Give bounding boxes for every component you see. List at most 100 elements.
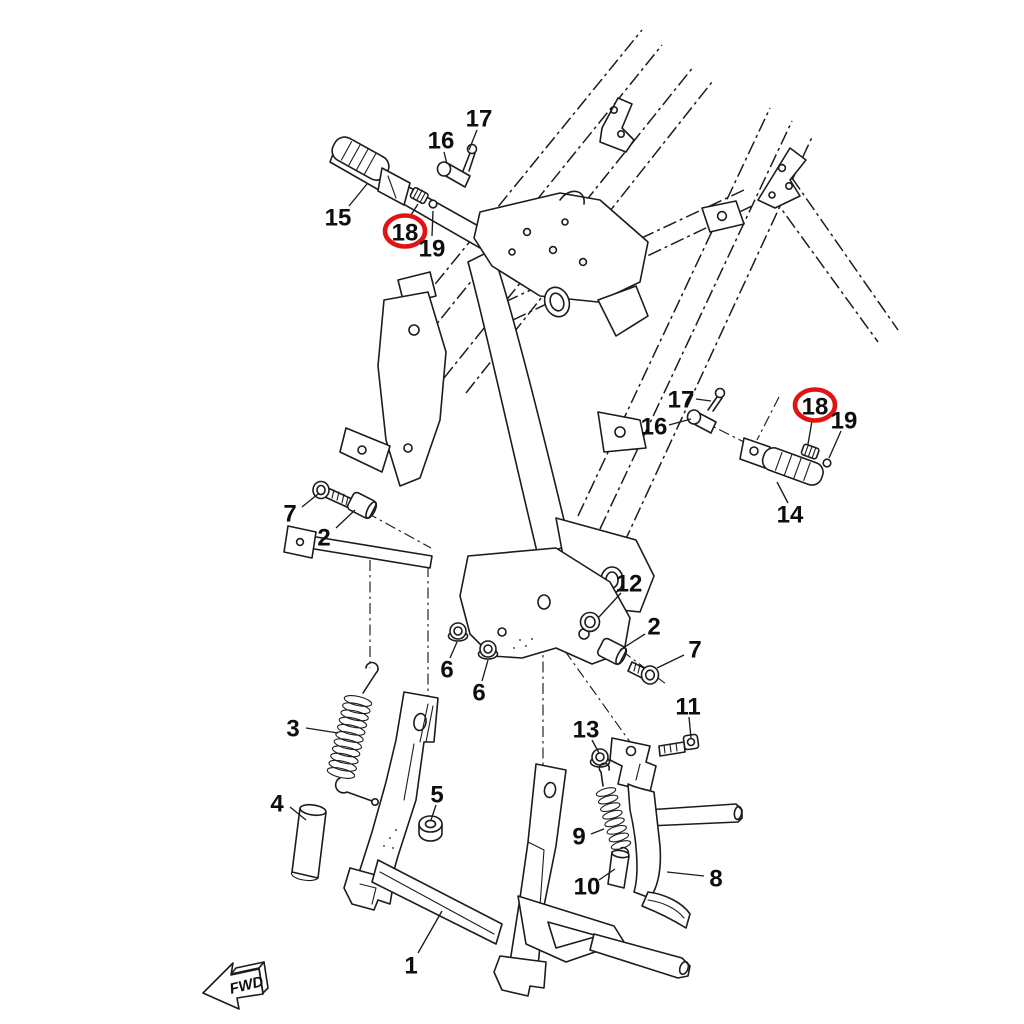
callout-leader-19	[431, 210, 434, 237]
spring-coils	[326, 695, 373, 779]
callout-label-11: 11	[675, 694, 700, 721]
pivot-hole	[413, 712, 427, 732]
part-6-flange-nut-b	[477, 640, 499, 660]
part-16-pin-right	[686, 409, 717, 434]
part-11-bolt	[658, 733, 700, 757]
spring-coil-ring	[604, 817, 625, 828]
cotter-pin-ring	[466, 143, 478, 155]
spring-coil-ring	[331, 745, 361, 758]
spring-coil-ring	[333, 738, 363, 751]
spring-coil-ring	[343, 695, 373, 707]
part-3-center-stand-spring	[326, 661, 379, 806]
spring-coil-ring	[597, 794, 619, 805]
side-stand-leg	[627, 783, 662, 899]
cover-top	[299, 803, 327, 817]
bolt-threads	[331, 489, 349, 506]
cover-body	[291, 807, 327, 879]
side-stand-foot	[641, 891, 691, 929]
callout-leader-18	[807, 420, 813, 445]
nut-body	[479, 640, 497, 658]
stand-cross-member	[371, 859, 503, 945]
callout-label-6: 6	[472, 680, 485, 707]
callout-label-16: 16	[428, 128, 455, 155]
frame-left-tower	[377, 291, 447, 487]
part-17-cotter-pin-left	[462, 143, 478, 172]
callout-leader-14	[776, 481, 789, 504]
frame-solid-brackets	[597, 97, 807, 453]
gusset-cutout	[547, 921, 599, 949]
callout-label-4: 4	[270, 791, 284, 818]
spring-top-hook	[362, 661, 379, 694]
bolt-hole	[749, 446, 759, 456]
spring-coil-ring	[600, 802, 621, 813]
pin-head	[436, 161, 452, 177]
part-6-flange-nut-a	[447, 622, 469, 642]
bolt-head	[682, 733, 700, 751]
hanger-ring-outer	[543, 286, 571, 318]
spring-coil-ring	[326, 767, 356, 779]
highlight-circle-part-18	[382, 213, 428, 249]
bolt-hole	[497, 627, 507, 637]
callout-label-13: 13	[573, 717, 600, 744]
bolt-head-inner	[644, 669, 656, 681]
part-16-pin-left	[436, 161, 471, 188]
bolt-hole	[716, 210, 728, 222]
part-5-cap	[418, 815, 443, 842]
spring-coils	[595, 787, 632, 850]
bushing-end	[615, 647, 628, 666]
part-2-bushing-right	[596, 637, 628, 666]
callout-leader-2	[335, 509, 356, 529]
stand-step-lever	[589, 933, 691, 979]
hanger-bracket	[597, 411, 647, 453]
bolt-hole	[784, 182, 793, 191]
bushing-body	[596, 637, 627, 665]
part-17-cotter-pin-right	[707, 387, 726, 412]
callout-label-3: 3	[286, 716, 299, 743]
callout-label-9: 9	[572, 824, 585, 851]
spring-coil-ring	[606, 824, 627, 835]
frame-lever	[339, 427, 391, 473]
bolt-head-inner	[316, 484, 326, 496]
callout-leader-1	[417, 910, 443, 954]
bolt-threads	[663, 742, 678, 754]
callout-label-6: 6	[440, 657, 453, 684]
spring-coil-ring	[608, 832, 630, 843]
callout-label-19: 19	[419, 236, 446, 263]
callout-leader-17	[468, 129, 478, 151]
callout-leader-12	[598, 592, 622, 618]
part-14-footrest-right	[739, 437, 824, 486]
spring-coil-ring	[602, 809, 623, 820]
bolt-hole	[609, 106, 618, 115]
callout-label-8: 8	[709, 866, 722, 893]
bolt-hole	[777, 163, 787, 173]
pin-head	[686, 409, 702, 425]
part-18-spring-pin-right	[800, 443, 820, 460]
lever-end	[678, 960, 690, 976]
bolt-head-inner	[686, 737, 696, 747]
cover-bottom-edge	[290, 871, 319, 882]
nut-hole	[453, 626, 463, 636]
bolt-hole	[357, 445, 367, 455]
bolt-hole	[768, 191, 776, 199]
part-2-bushing-left	[346, 491, 378, 520]
callout-label-15: 15	[325, 205, 352, 232]
bolt-head	[640, 665, 660, 685]
callout-leader-9	[590, 828, 605, 835]
callout-label-2: 2	[647, 614, 660, 641]
callout-label-14: 14	[777, 502, 804, 529]
pivot-hole	[625, 745, 637, 757]
frame-clevis	[701, 200, 745, 233]
footrest-bracket	[377, 167, 411, 206]
callout-leader-6	[449, 641, 458, 659]
spring-coil-ring	[335, 731, 364, 743]
bolt-hole	[403, 443, 413, 453]
peg-end	[733, 805, 743, 821]
callout-label-2: 2	[317, 525, 330, 552]
collar-top	[611, 849, 630, 859]
callout-label-18: 18	[392, 220, 419, 247]
callout-leader-13	[591, 739, 600, 754]
stand-mount-bracket	[459, 547, 631, 665]
